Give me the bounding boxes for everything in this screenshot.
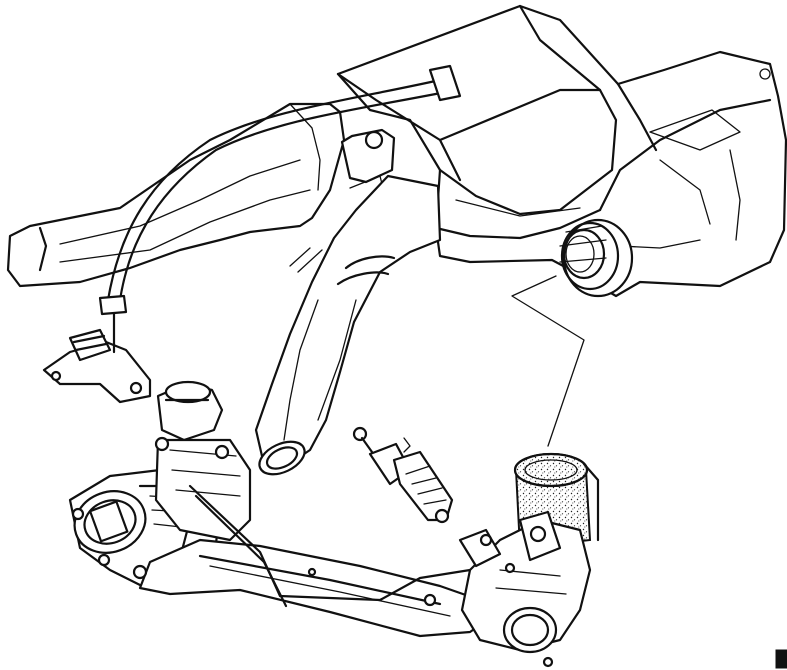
idle-control-valve — [154, 380, 252, 542]
throttle-housing-right — [458, 510, 592, 668]
vacuum-hose — [98, 64, 462, 316]
fuel-injector — [352, 426, 454, 524]
housing-outlet-ring — [559, 218, 634, 298]
intake-manifold-rail — [132, 484, 492, 638]
housing-bolt — [340, 128, 396, 201]
leader-line — [511, 275, 585, 447]
intake-hose-tube — [254, 174, 442, 476]
detail-marks — [289, 247, 787, 669]
air-inlet-duct — [6, 102, 346, 288]
pressure-sensor — [42, 312, 152, 404]
